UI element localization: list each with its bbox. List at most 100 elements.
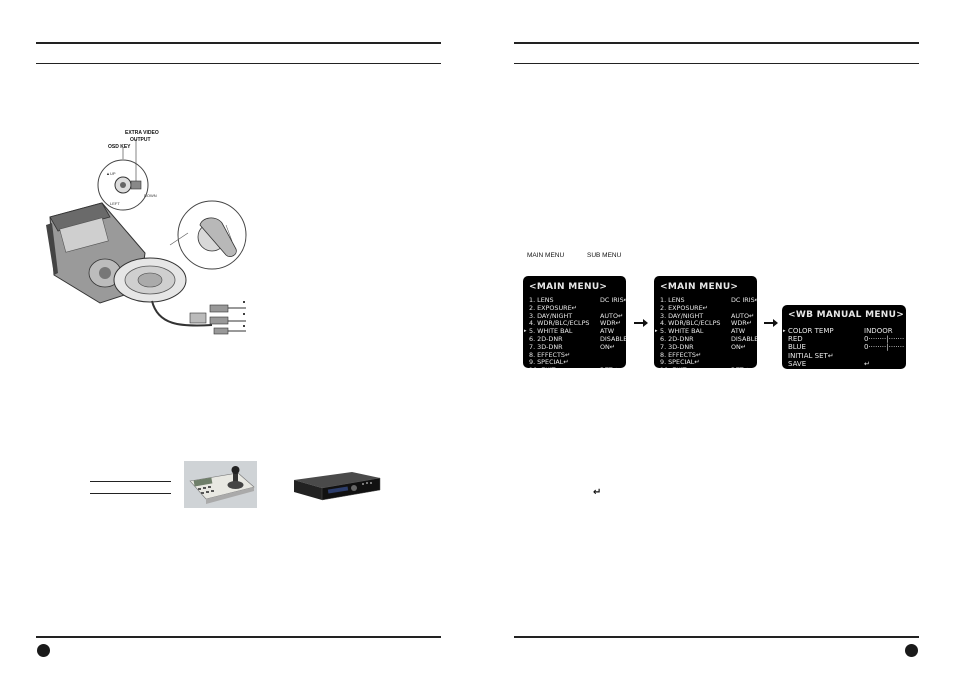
osd-menu-row: 2. EXPOSURE↵ <box>660 303 752 313</box>
osd-item-label: 9. SPECIAL↵ <box>660 358 700 367</box>
main-menu-heading: MAIN MENU <box>527 252 565 259</box>
osd-item-value: ↵ <box>864 359 870 368</box>
arrow-right-icon <box>634 319 648 327</box>
cursor-pointer-icon: ▸ <box>783 328 786 334</box>
osd-item-label: 8. EFFECTS↵ <box>660 350 702 359</box>
osd-menu-row: SAVE ↵ <box>788 360 901 368</box>
osd-menu-row: 8. EFFECTS↵ <box>660 350 752 360</box>
left-footer-rule <box>36 636 441 638</box>
osd-item-label: RED <box>788 335 803 344</box>
right-footer-rule <box>514 636 919 638</box>
osd-title: <MAIN MENU> <box>529 282 608 292</box>
page-number-marker <box>905 644 918 657</box>
osd-title: <WB MANUAL MENU> <box>788 310 905 320</box>
osd-item-value: ATW <box>731 327 746 336</box>
osd-item-label: BLUE <box>788 343 806 352</box>
osd-menu-row: 3. DAY/NIGHT AUTO↵ <box>660 311 755 321</box>
svg-text:LEFT: LEFT <box>110 201 120 206</box>
osd-item-label: INITIAL SET↵ <box>788 351 834 360</box>
osd-menu-row: 10. EXIT RET↵ <box>660 366 752 368</box>
mount-base <box>113 257 187 303</box>
cursor-pointer-icon: ▸ <box>524 328 527 335</box>
left-header-rule-thick <box>36 42 441 44</box>
osd-item-label: 7. 3D-DNR <box>529 342 563 351</box>
osd-item-value: DISABLED <box>731 334 757 343</box>
svg-text:▲UP: ▲UP <box>106 171 116 176</box>
osd-menu-row: ▸5. WHITE BAL ATW <box>524 327 621 336</box>
osd-menu-row: ▸5. WHITE BAL ATW <box>655 327 752 336</box>
osd-menu-row: 6. 2D-DNR DISABLED <box>660 334 757 344</box>
output-label: OUTPUT <box>130 137 151 143</box>
osd-item-value: WDR↵ <box>600 319 622 328</box>
osd-menu-row: 1. LENS DC IRIS↵ <box>529 296 626 305</box>
osd-item-label: 6. 2D-DNR <box>529 334 563 343</box>
osd-item-value: RET↵ <box>600 366 618 368</box>
osd-item-value: 0········|······· <box>864 343 905 352</box>
osd-menu-row: 7. 3D-DNR ON↵ <box>660 342 752 352</box>
osd-item-label: 5. WHITE BAL <box>660 327 704 336</box>
svg-text:DOWN: DOWN <box>144 193 157 198</box>
left-header-rule-thin <box>36 63 441 64</box>
caption-rule <box>90 493 171 494</box>
osd-item-label: 5. WHITE BAL <box>529 327 573 336</box>
osd-item-label: COLOR TEMP <box>788 327 834 335</box>
osd-item-label: 10. EXIT <box>529 366 555 368</box>
osd-item-label: 9. SPECIAL↵ <box>529 358 569 367</box>
osd-item-label: 10. EXIT <box>660 366 686 368</box>
right-header-rule-thick <box>514 42 919 44</box>
bullet <box>243 313 245 315</box>
osd-key-label: OSD KEY <box>108 144 131 150</box>
osd-item-label: SAVE <box>788 359 807 368</box>
bullet <box>243 325 245 327</box>
osd-menu-row: 8. EFFECTS↵ <box>529 350 621 360</box>
osd-menu-row: 4. WDR/BLC/ECLPS WDR↵ <box>660 320 752 328</box>
osd-item-value: DISABLED <box>600 334 626 343</box>
osd-item-value: WDR↵ <box>731 319 753 328</box>
osd-menu-row: INITIAL SET↵ <box>788 352 901 360</box>
osd-item-label: 1. LENS <box>660 296 685 304</box>
osd-item-label: 3. DAY/NIGHT <box>529 311 573 320</box>
osd-menu-row: 2. EXPOSURE↵ <box>529 304 621 313</box>
osd-menu-row: BLUE 0········|······· <box>788 343 905 352</box>
osd-menu-row: 10. EXIT RET↵ <box>529 366 621 368</box>
osd-menu-row: 4. WDR/BLC/ECLPS WDR↵ <box>529 320 621 328</box>
osd-item-value: DC IRIS↵ <box>600 296 626 304</box>
osd-item-label: 3. DAY/NIGHT <box>660 311 704 320</box>
osd-item-value: RET↵ <box>731 366 749 368</box>
cursor-pointer-icon: ▸ <box>655 328 658 335</box>
osd-item-label: 6. 2D-DNR <box>660 334 694 343</box>
osd-item-value: 0········|······· <box>864 335 905 344</box>
osd-menu-row: 1. LENS DC IRIS↵ <box>660 296 757 305</box>
osd-menu-row: 9. SPECIAL↵ <box>660 359 752 367</box>
osd-menu-row: 6. 2D-DNR DISABLED <box>529 334 626 344</box>
dvr-recorder-image <box>292 466 382 503</box>
page-number-marker <box>37 644 50 657</box>
right-header-rule-thin <box>514 63 919 64</box>
enter-symbol: ↵ <box>593 487 602 498</box>
osd-item-label: 4. WDR/BLC/ECLPS <box>529 319 590 328</box>
osd-item-value: ATW <box>600 327 615 336</box>
osd-menu-row: 3. DAY/NIGHT AUTO↵ <box>529 311 624 321</box>
osd-item-value: AUTO↵ <box>600 311 624 320</box>
osd-item-label: 7. 3D-DNR <box>660 342 694 351</box>
osd-item-label: 2. EXPOSURE↵ <box>660 303 708 312</box>
osd-item-value: AUTO↵ <box>731 311 755 320</box>
extra-video-label: EXTRA VIDEO <box>125 130 159 136</box>
osd-main-menu-1: <MAIN MENU> 1. LENS DC IRIS↵2. EXPOSURE↵3… <box>523 276 626 368</box>
bullet <box>243 301 245 303</box>
cable <box>151 300 246 335</box>
sub-menu-heading: SUB MENU <box>587 252 622 259</box>
osd-item-label: 1. LENS <box>529 296 554 304</box>
arrow-right-icon <box>764 319 778 327</box>
osd-item-label: 4. WDR/BLC/ECLPS <box>660 319 721 328</box>
osd-item-value: ON↵ <box>731 342 747 351</box>
osd-menu-row: 9. SPECIAL↵ <box>529 359 621 367</box>
osd-item-value: DC IRIS↵ <box>731 296 757 304</box>
keyboard-controller-image <box>184 461 257 508</box>
osd-menu-row: RED 0········|······· <box>788 335 905 344</box>
osd-item-label: 8. EFFECTS↵ <box>529 350 571 359</box>
